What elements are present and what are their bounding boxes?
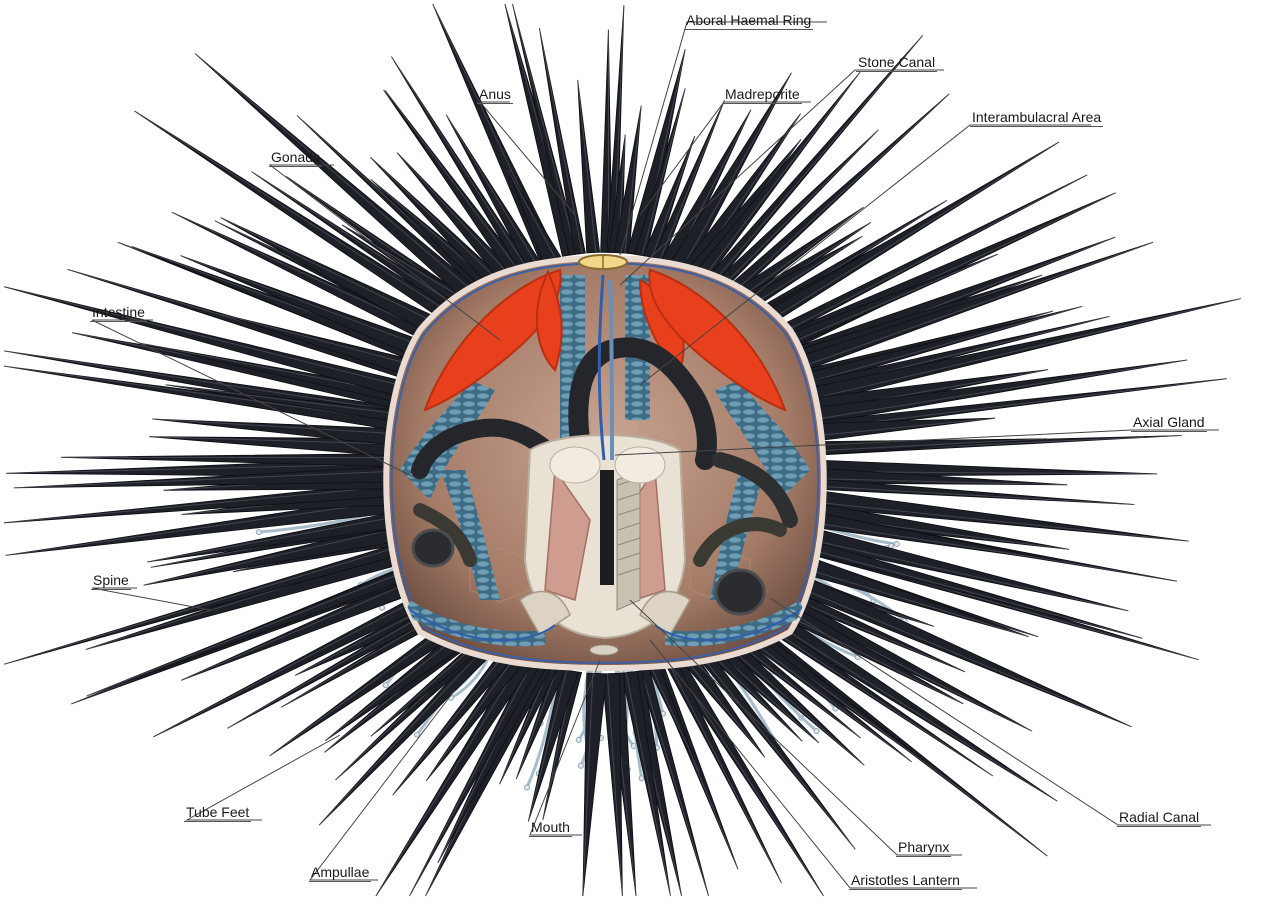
label-madreporite: Madreporite xyxy=(723,86,802,104)
axial-gland xyxy=(610,280,612,460)
label-anus: Anus xyxy=(477,86,513,104)
label-stone-canal: Stone Canal xyxy=(856,54,937,72)
label-radial-canal: Radial Canal xyxy=(1117,809,1201,827)
label-aboral-haemal-ring: Aboral Haemal Ring xyxy=(684,12,813,30)
spine xyxy=(602,673,622,896)
tube-foot-sucker xyxy=(383,683,388,688)
tube-foot-sucker xyxy=(256,530,261,535)
tube-foot-sucker xyxy=(894,542,899,547)
tube-foot-sucker xyxy=(639,776,644,781)
spine xyxy=(578,80,600,253)
tube-foot-sucker xyxy=(814,729,819,734)
aristotles-lantern xyxy=(520,435,690,638)
label-gonads: Gonads xyxy=(269,149,322,167)
spine-highlight xyxy=(4,287,405,387)
tube-foot-sucker xyxy=(578,763,583,768)
spine xyxy=(583,673,607,896)
intestine-opening-left xyxy=(413,530,453,566)
spine-highlight xyxy=(195,54,476,295)
label-mouth: Mouth xyxy=(529,819,572,837)
label-aristotles-lantern: Aristotles Lantern xyxy=(849,872,962,890)
tube-foot-sucker xyxy=(415,732,420,737)
intestine-opening-right xyxy=(716,570,764,614)
label-axial-gland: Axial Gland xyxy=(1131,414,1207,432)
label-ampullae: Ampullae xyxy=(309,864,371,882)
label-intestine: Intestine xyxy=(90,304,147,322)
madreporite xyxy=(579,255,627,269)
tube-foot-sucker xyxy=(576,737,581,742)
mouth xyxy=(590,645,618,655)
label-spine: Spine xyxy=(91,572,131,590)
label-interambulacral-area: Interambulacral Area xyxy=(970,109,1103,127)
label-tube-feet: Tube Feet xyxy=(184,804,251,822)
label-pharynx: Pharynx xyxy=(896,839,951,857)
tube-foot-sucker xyxy=(525,785,530,790)
spine xyxy=(819,439,1047,455)
